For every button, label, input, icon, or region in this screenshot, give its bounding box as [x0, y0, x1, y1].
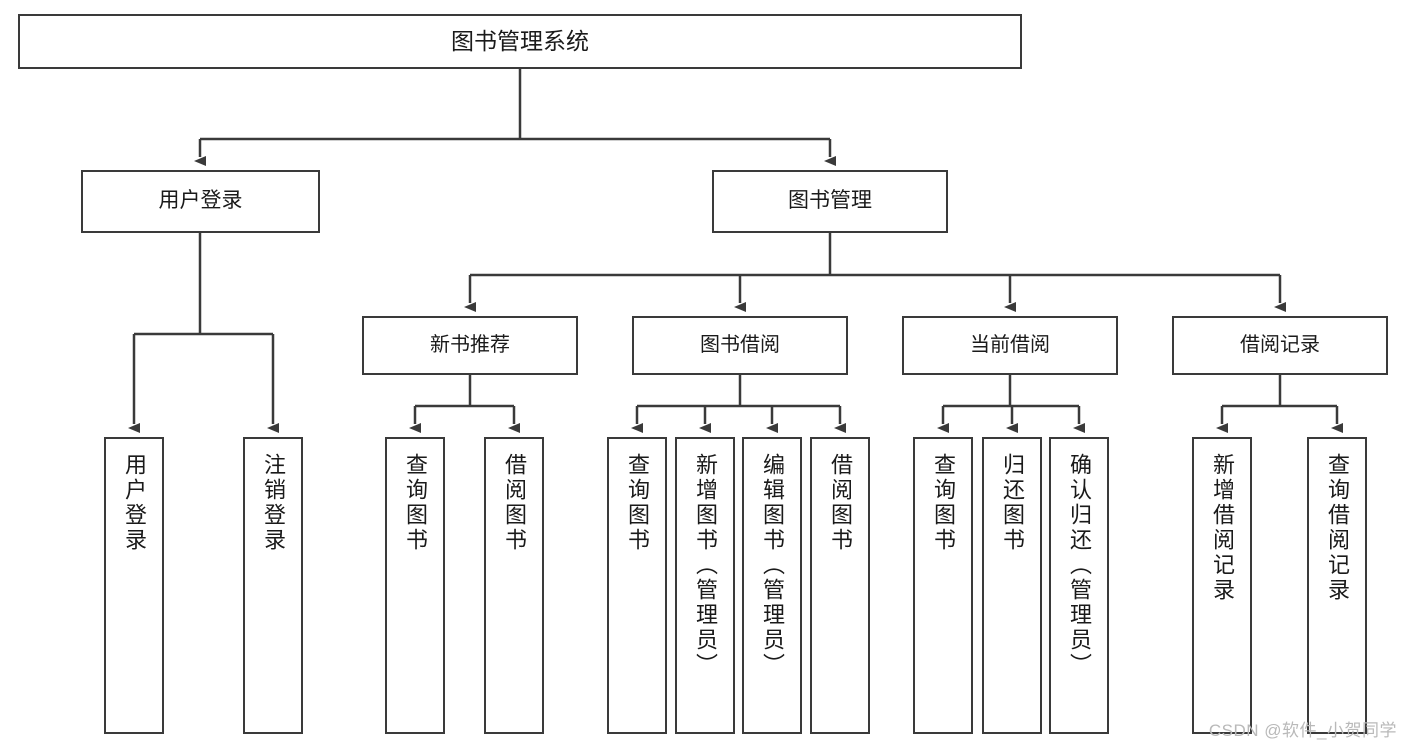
- node-leaf-edit-book[interactable]: 编辑图书（管理员）: [742, 437, 802, 734]
- node-leaf-user-login-label: 用户登录: [122, 453, 147, 553]
- node-leaf-query-book-bor[interactable]: 查询图书: [607, 437, 667, 734]
- node-root[interactable]: 图书管理系统: [18, 14, 1022, 69]
- node-book-borrow-label: 图书借阅: [700, 334, 780, 356]
- node-leaf-borrow-book-bor-label: 借阅图书: [828, 453, 853, 553]
- node-book-borrow[interactable]: 图书借阅: [632, 316, 848, 375]
- node-user-login-label: 用户登录: [158, 189, 243, 213]
- node-leaf-borrow-book-rec[interactable]: 借阅图书: [484, 437, 544, 734]
- node-leaf-add-book[interactable]: 新增图书（管理员）: [675, 437, 735, 734]
- edge-group: [128, 69, 1343, 433]
- node-leaf-user-logout-label: 注销登录: [261, 453, 286, 553]
- node-borrow-record[interactable]: 借阅记录: [1172, 316, 1388, 375]
- node-leaf-query-book-rec-label: 查询图书: [403, 453, 428, 553]
- node-leaf-add-book-label: 新增图书（管理员）: [693, 453, 718, 678]
- node-user-login[interactable]: 用户登录: [81, 170, 320, 233]
- node-leaf-query-book-cur-label: 查询图书: [931, 453, 956, 553]
- node-book-manage[interactable]: 图书管理: [712, 170, 948, 233]
- node-leaf-query-borrow-record[interactable]: 查询借阅记录: [1307, 437, 1367, 734]
- node-new-book-recommend-label: 新书推荐: [430, 334, 510, 356]
- node-leaf-query-book-cur[interactable]: 查询图书: [913, 437, 973, 734]
- node-root-label: 图书管理系统: [451, 28, 589, 55]
- node-leaf-edit-book-label: 编辑图书（管理员）: [760, 453, 785, 678]
- node-leaf-query-borrow-record-label: 查询借阅记录: [1325, 453, 1350, 603]
- node-leaf-borrow-book-rec-label: 借阅图书: [502, 453, 527, 553]
- node-leaf-confirm-return[interactable]: 确认归还（管理员）: [1049, 437, 1109, 734]
- node-borrow-record-label: 借阅记录: [1240, 334, 1320, 356]
- node-leaf-query-book-rec[interactable]: 查询图书: [385, 437, 445, 734]
- node-leaf-add-borrow-record-label: 新增借阅记录: [1210, 453, 1235, 603]
- node-leaf-user-login[interactable]: 用户登录: [104, 437, 164, 734]
- node-leaf-confirm-return-label: 确认归还（管理员）: [1067, 453, 1092, 678]
- node-new-book-recommend[interactable]: 新书推荐: [362, 316, 578, 375]
- node-leaf-add-borrow-record[interactable]: 新增借阅记录: [1192, 437, 1252, 734]
- node-current-borrow[interactable]: 当前借阅: [902, 316, 1118, 375]
- node-current-borrow-label: 当前借阅: [970, 334, 1050, 356]
- node-leaf-borrow-book-bor[interactable]: 借阅图书: [810, 437, 870, 734]
- node-leaf-return-book[interactable]: 归还图书: [982, 437, 1042, 734]
- node-leaf-user-logout[interactable]: 注销登录: [243, 437, 303, 734]
- node-book-manage-label: 图书管理: [788, 189, 872, 213]
- node-leaf-return-book-label: 归还图书: [1000, 453, 1025, 553]
- node-leaf-query-book-bor-label: 查询图书: [625, 453, 650, 553]
